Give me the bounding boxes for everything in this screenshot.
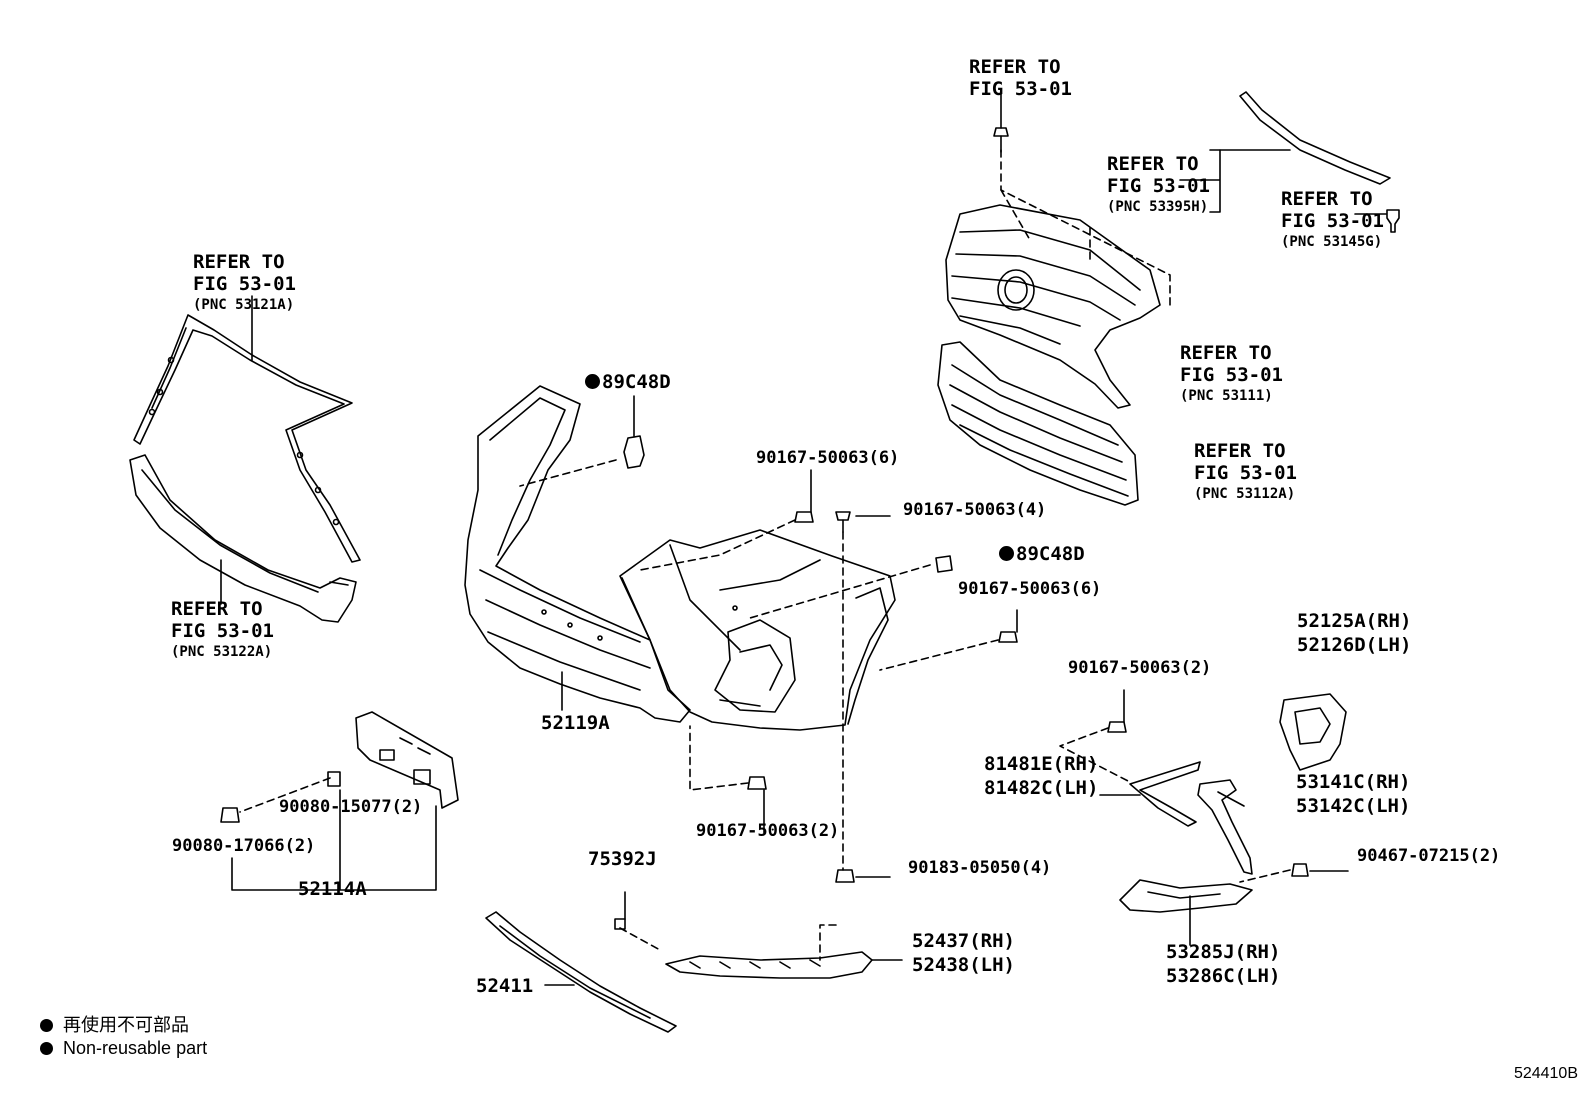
part-52437: 52437(RH) (912, 930, 1015, 952)
assembly-lines (239, 149, 1291, 961)
non-reusable-dot-icon (585, 374, 600, 389)
part-90167-50063-6a: 90167-50063(6) (756, 448, 900, 468)
non-reusable-dot-icon (999, 546, 1014, 561)
refer-label-53122a: REFER TO FIG 53-01 (PNC 53122A) (171, 598, 274, 660)
part-52411: 52411 (476, 975, 534, 997)
part-90183-05050: 90183-05050(4) (908, 858, 1052, 878)
garnish-81481e (1129, 761, 1201, 827)
legend-japanese: 再使用不可部品 (40, 1011, 189, 1037)
part-81481e: 81481E(RH) (984, 753, 1099, 775)
refer-label-53112a: REFER TO FIG 53-01 (PNC 53112A) (1194, 440, 1297, 502)
part-90467-07215: 90467-07215(2) (1357, 846, 1501, 866)
legend-text: 再使用不可部品 (63, 1015, 189, 1035)
bracket-89c48d-right (935, 555, 953, 573)
refer-line-2: FIG 53-01 (171, 620, 274, 642)
refer-label-53395h: REFER TO FIG 53-01 (PNC 53395H) (1107, 153, 1210, 215)
refer-label-53121a: REFER TO FIG 53-01 (PNC 53121A) (193, 251, 296, 313)
part-53285j: 53285J(RH) (1166, 941, 1281, 963)
refer-line-1: REFER TO (193, 251, 285, 273)
bracket-89c48d-left (623, 435, 645, 469)
part-90080-15077: 90080-15077(2) (279, 797, 423, 817)
part-52438: 52438(LH) (912, 954, 1015, 976)
refer-label-53145g: REFER TO FIG 53-01 (PNC 53145G) (1281, 188, 1384, 250)
lower-molding-52437 (665, 951, 873, 979)
license-plate-bracket (355, 711, 459, 809)
refer-line-2: FIG 53-01 (193, 273, 296, 295)
non-reusable-dot-icon (40, 1019, 53, 1032)
cover-53141c (1197, 779, 1253, 875)
refer-line-2: FIG 53-01 (969, 78, 1072, 100)
refer-line-1: REFER TO (969, 56, 1061, 78)
screw-group (220, 511, 1309, 930)
legend-text: Non-reusable part (63, 1038, 208, 1058)
refer-pnc: (PNC 53111) (1180, 388, 1273, 404)
reinforcement-52411 (485, 911, 677, 1033)
part-90167-50063-4: 90167-50063(4) (903, 500, 1047, 520)
refer-line-1: REFER TO (1194, 440, 1286, 462)
refer-line-2: FIG 53-01 (1281, 210, 1384, 232)
legend-english: Non-reusable part (40, 1038, 207, 1059)
part-52114a: 52114A (298, 878, 367, 900)
radiator-grille-upper (945, 204, 1161, 409)
radiator-grille-lower (937, 341, 1139, 506)
lower-garnish-53285j (1119, 879, 1253, 913)
part-53141c: 53141C(RH) (1296, 771, 1411, 793)
refer-line-2: FIG 53-01 (1194, 462, 1297, 484)
refer-line-1: REFER TO (1281, 188, 1373, 210)
refer-label-53111: REFER TO FIG 53-01 (PNC 53111) (1180, 342, 1283, 404)
non-reusable-dot-icon (40, 1042, 53, 1055)
clip-53145g (1386, 209, 1400, 233)
part-52119a: 52119A (541, 712, 610, 734)
part-number: 89C48D (602, 371, 671, 393)
bolt-top (993, 127, 1009, 153)
refer-pnc: (PNC 53121A) (193, 297, 295, 313)
refer-pnc: (PNC 53122A) (171, 644, 273, 660)
lower-molding-left (129, 454, 357, 623)
foglamp-bracket (1279, 693, 1347, 771)
bracket-53395h (1179, 149, 1221, 213)
part-52125a: 52125A(RH) (1297, 610, 1412, 632)
part-90167-50063-6b: 90167-50063(6) (958, 579, 1102, 599)
part-81482c: 81482C(LH) (984, 777, 1099, 799)
upper-molding-left (133, 314, 361, 563)
refer-line-1: REFER TO (1180, 342, 1272, 364)
refer-line-1: REFER TO (171, 598, 263, 620)
refer-pnc: (PNC 53145G) (1281, 234, 1383, 250)
part-89c48d-right: 89C48D (999, 545, 1085, 564)
part-53286c: 53286C(LH) (1166, 965, 1281, 987)
figure-id: 524410B (1513, 1065, 1578, 1082)
part-53142c: 53142C(LH) (1296, 795, 1411, 817)
bracket-52114a (231, 789, 437, 891)
part-number: 89C48D (1016, 543, 1085, 565)
part-75392j: 75392J (588, 848, 657, 870)
part-89c48d-left: 89C48D (585, 373, 671, 392)
refer-line-2: FIG 53-01 (1180, 364, 1283, 386)
refer-pnc: (PNC 53112A) (1194, 486, 1296, 502)
part-90080-17066: 90080-17066(2) (172, 836, 316, 856)
part-52126d: 52126D(LH) (1297, 634, 1412, 656)
refer-label-top: REFER TO FIG 53-01 (969, 58, 1072, 99)
refer-pnc: (PNC 53395H) (1107, 199, 1209, 215)
refer-line-1: REFER TO (1107, 153, 1199, 175)
part-90167-50063-2a: 90167-50063(2) (1068, 658, 1212, 678)
refer-line-2: FIG 53-01 (1107, 175, 1210, 197)
bumper-cover (464, 385, 896, 731)
hood-seal-strip (1239, 91, 1391, 185)
part-90167-50063-2b: 90167-50063(2) (696, 821, 840, 841)
